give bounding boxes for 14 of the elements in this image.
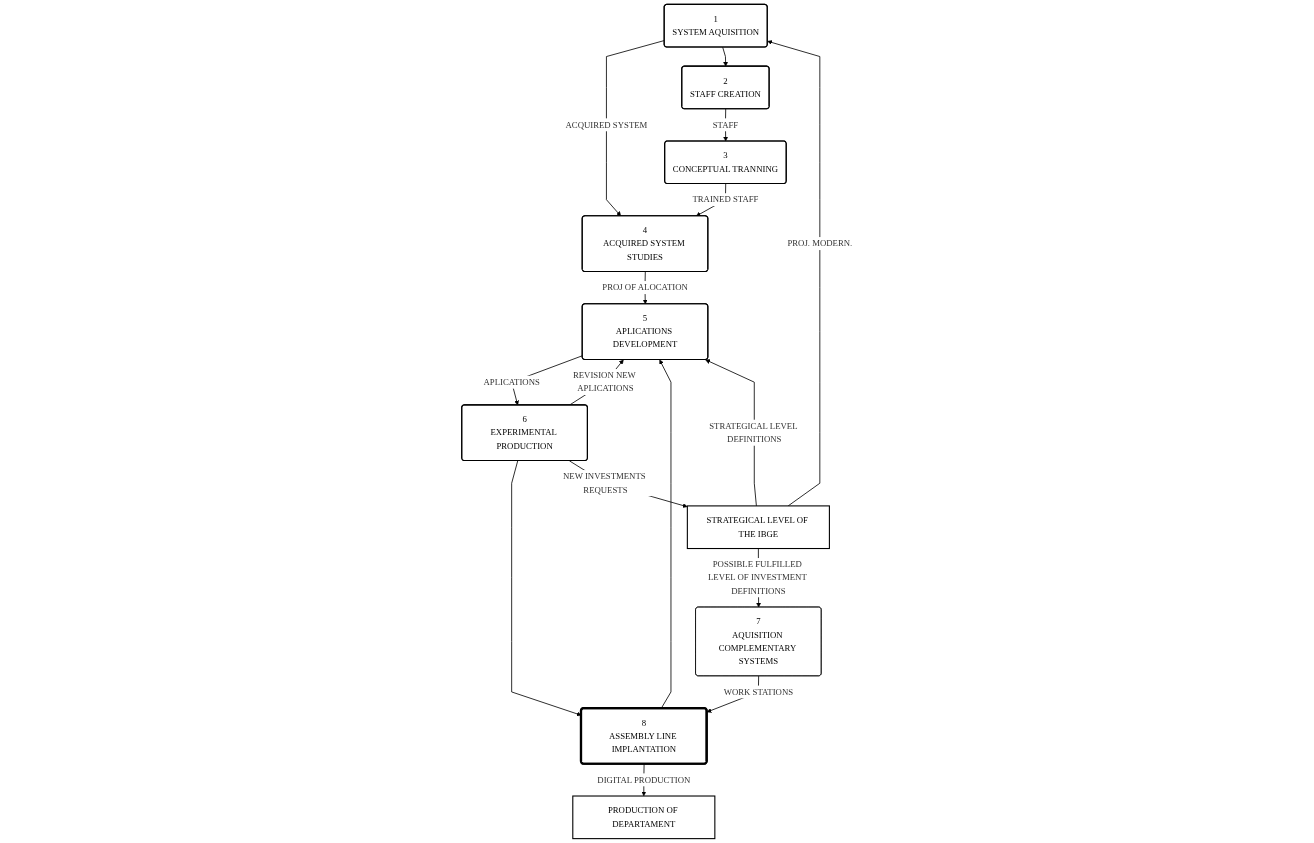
node-box: STRATEGICAL LEVEL OF THE IBGE <box>686 505 830 550</box>
edge-label: DIGITAL PRODUCTION <box>597 774 691 785</box>
edge-label: STAFF <box>712 119 739 130</box>
edge-label: PROJ. MODERN. <box>787 238 853 249</box>
edge-label: POSSIBLE FULFILLED LEVEL OF INVESTMENT DEFINITIONS <box>707 559 807 596</box>
edge-label: APLICATIONS <box>483 377 540 387</box>
edge-label: ACQUIRED SYSTEM <box>565 119 648 130</box>
edge-label: WORK STATIONS <box>723 687 794 697</box>
edge-label: TRAINED STAFF <box>692 194 759 205</box>
edge-label: PROJ OF ALOCATION <box>602 282 688 293</box>
node-box: PRODUCTION OF DEPARTAMENT <box>572 795 716 840</box>
edge-label: STRATEGICAL LEVEL DEFINITIONS <box>709 421 798 444</box>
edge-label: REVISION NEW APLICATIONS <box>572 370 636 394</box>
edge-label: NEW INVESTMENTS REQUESTS <box>562 471 646 495</box>
